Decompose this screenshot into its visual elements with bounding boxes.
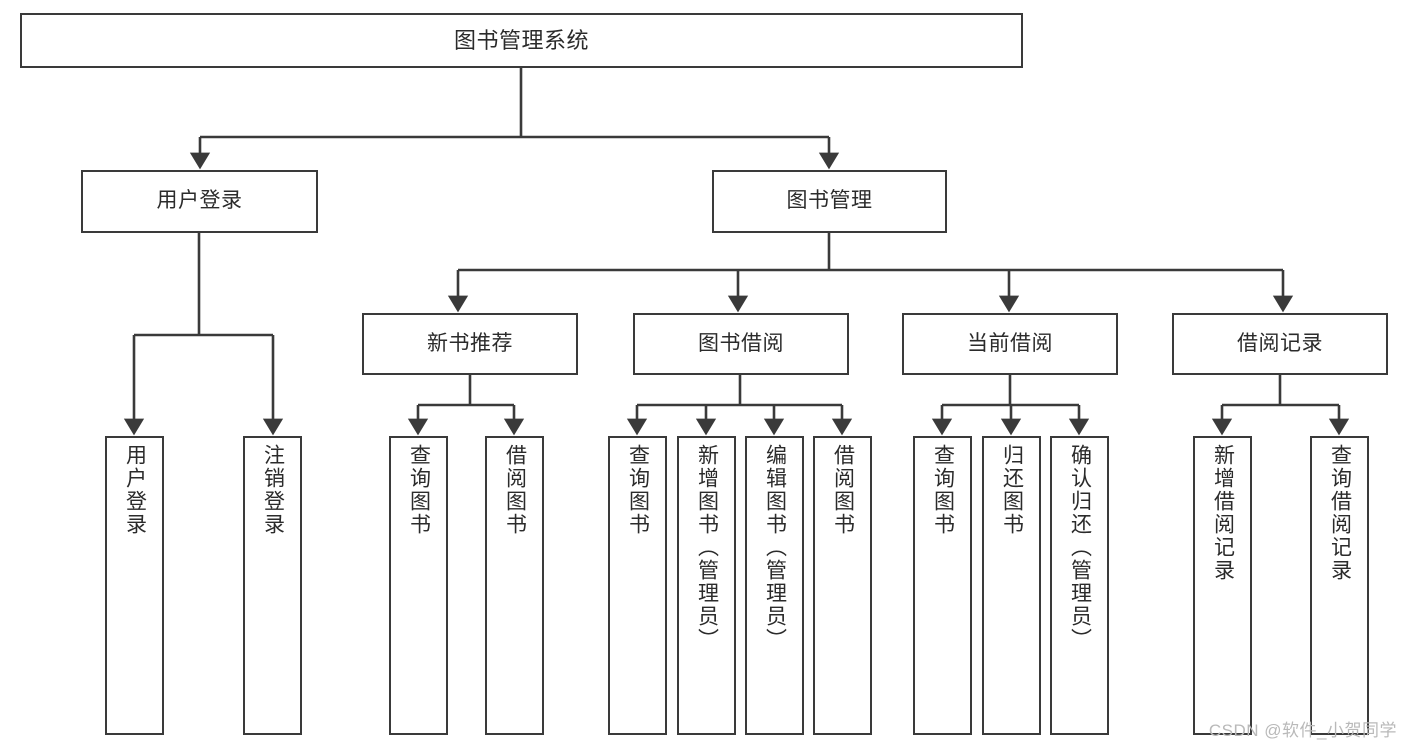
node-borrow_record[interactable]: 借阅记录 [1172,313,1388,375]
node-leaf_query_book_2[interactable]: 查询图书 [608,436,667,735]
node-leaf_add_book[interactable]: 新增图书（管理员） [677,436,736,735]
node-current_borrow[interactable]: 当前借阅 [902,313,1118,375]
node-label: 新增借阅记录 [1211,444,1235,582]
node-user_login[interactable]: 用户登录 [81,170,318,233]
node-label: 借阅图书 [831,444,855,536]
node-label: 图书管理系统 [453,27,589,53]
node-label: 用户登录 [156,189,243,213]
node-new_book_rec[interactable]: 新书推荐 [362,313,578,375]
node-label: 确认归还（管理员） [1068,444,1092,651]
node-leaf_query_book_3[interactable]: 查询图书 [913,436,972,735]
node-leaf_logout[interactable]: 注销登录 [243,436,302,735]
node-label: 新书推荐 [427,331,513,355]
node-label: 编辑图书（管理员） [763,444,787,651]
node-leaf_borrow_book_2[interactable]: 借阅图书 [813,436,872,735]
node-label: 查询图书 [931,444,955,536]
node-label: 查询借阅记录 [1328,444,1352,582]
node-label: 注销登录 [261,444,285,536]
node-book_manage[interactable]: 图书管理 [712,170,947,233]
node-leaf_edit_book[interactable]: 编辑图书（管理员） [745,436,804,735]
node-root[interactable]: 图书管理系统 [20,13,1023,68]
node-label: 当前借阅 [967,331,1053,355]
node-label: 查询图书 [626,444,650,536]
node-leaf_query_book_1[interactable]: 查询图书 [389,436,448,735]
node-label: 新增图书（管理员） [695,444,719,651]
node-label: 借阅图书 [503,444,527,536]
node-book_borrow[interactable]: 图书借阅 [633,313,849,375]
node-label: 图书借阅 [698,331,784,355]
node-leaf_return_book[interactable]: 归还图书 [982,436,1041,735]
node-label: 图书管理 [786,189,873,213]
node-leaf_confirm_return[interactable]: 确认归还（管理员） [1050,436,1109,735]
node-label: 借阅记录 [1237,331,1323,355]
node-label: 用户登录 [123,444,147,536]
node-label: 归还图书 [1000,444,1024,536]
node-leaf_borrow_book_1[interactable]: 借阅图书 [485,436,544,735]
csdn-watermark: CSDN @软件_小贺同学 [1208,721,1397,740]
node-leaf_add_record[interactable]: 新增借阅记录 [1193,436,1252,735]
node-label: 查询图书 [407,444,431,536]
node-leaf_query_record[interactable]: 查询借阅记录 [1310,436,1369,735]
node-leaf_user_login[interactable]: 用户登录 [105,436,164,735]
